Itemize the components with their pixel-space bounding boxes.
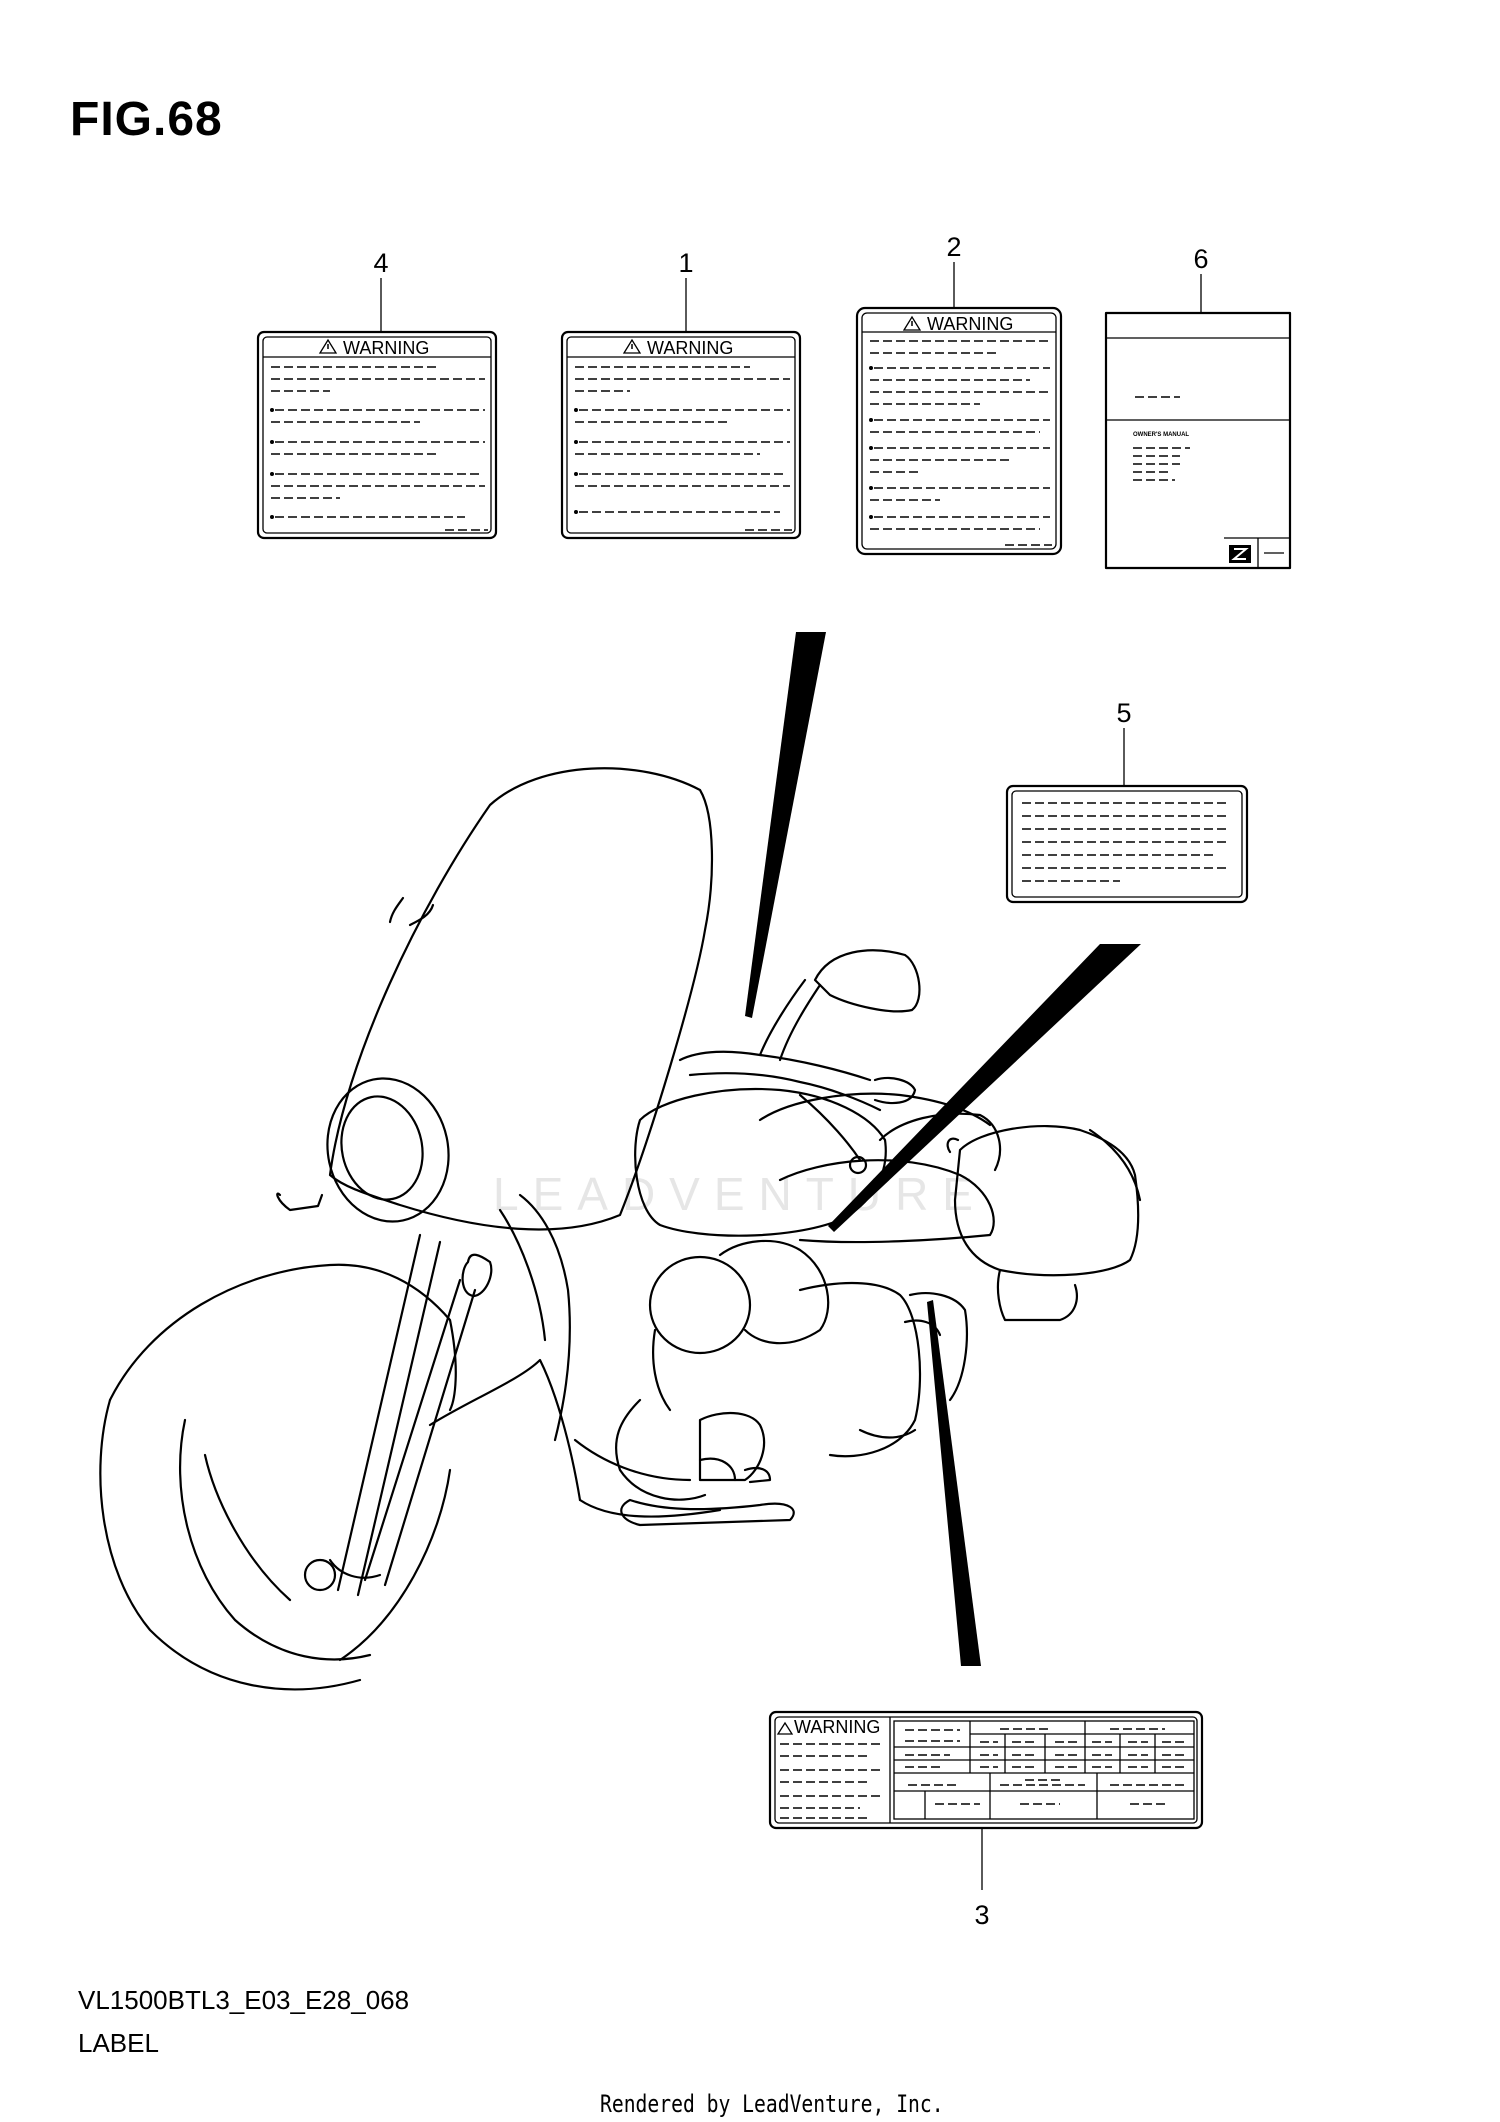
label-2[interactable]: 2 WARNING (855, 232, 1063, 556)
warning-heading: WARNING (794, 1717, 880, 1737)
callout-6: 6 (1193, 244, 1208, 274)
owners-manual-text: OWNER'S MANUAL (1133, 432, 1189, 438)
warning-heading: WARNING (343, 338, 429, 358)
warning-triangle-icon (902, 315, 922, 331)
watermark-text: LEADVENTURE (493, 1168, 987, 1220)
model-code: VL1500BTL3_E03_E28_068 (78, 1985, 410, 2015)
section-name: LABEL (78, 2028, 159, 2058)
label-6-owners-manual[interactable]: 6 OWNER'S MANUAL (1104, 244, 1292, 570)
callout-1: 1 (678, 248, 693, 278)
warning-heading: WARNING (927, 314, 1013, 334)
pointer-wedge-label-1 (745, 632, 826, 1018)
callout-5: 5 (1116, 698, 1131, 728)
render-credit: Rendered by LeadVenture, Inc. (600, 2090, 944, 2118)
figure-title: FIG.68 (70, 93, 223, 146)
warning-heading: WARNING (647, 338, 733, 358)
pointer-wedge-label-3 (927, 1300, 981, 1666)
label-4[interactable]: 4 WARNING (256, 248, 498, 540)
callout-2: 2 (946, 232, 961, 262)
label-3[interactable]: WARNING 3 (768, 1710, 1204, 1930)
brand-logo-icon (1229, 545, 1251, 563)
pointer-wedge-label-5 (828, 944, 1141, 1232)
motorcycle-illustration (99, 767, 1142, 1691)
label-1[interactable]: 1 WARNING (560, 248, 802, 540)
label-5[interactable]: 5 (1005, 698, 1249, 904)
warning-triangle-icon (776, 1721, 794, 1735)
warning-triangle-icon (318, 338, 338, 354)
callout-4: 4 (373, 248, 388, 278)
callout-3: 3 (974, 1900, 989, 1930)
warning-triangle-icon (622, 338, 642, 354)
